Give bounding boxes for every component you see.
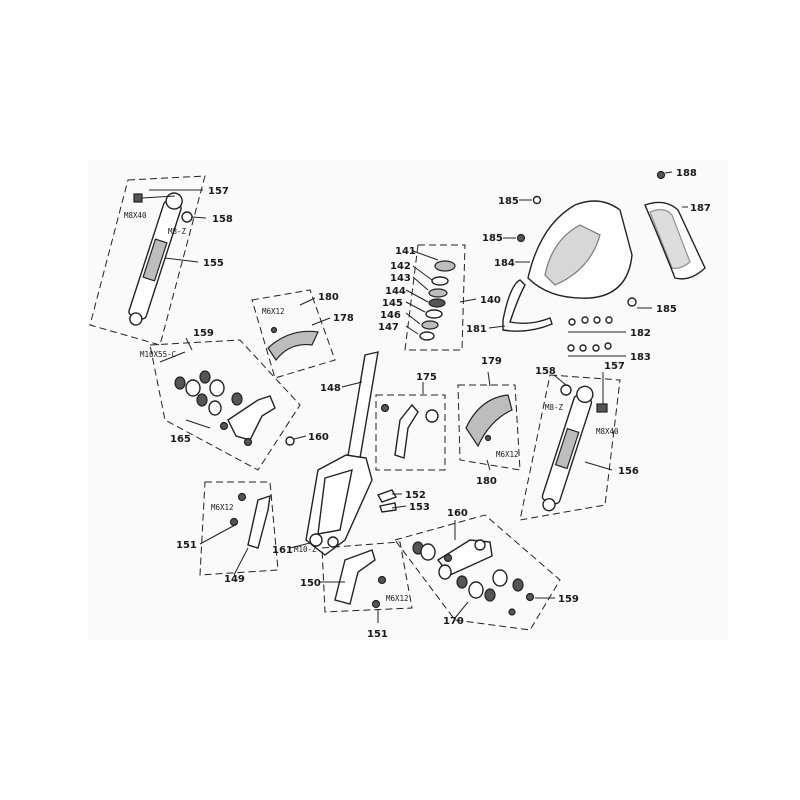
- callout-182: 182: [630, 328, 651, 339]
- link-assembly-170-group: [394, 514, 561, 631]
- screws-182: [568, 316, 613, 326]
- callout-151-bottom: 151: [367, 629, 388, 640]
- callout-188: 188: [676, 168, 697, 179]
- spec-m8x40-right: M8X40: [596, 427, 619, 436]
- callout-187: 187: [690, 203, 711, 214]
- callout-158-right: 158: [535, 366, 556, 377]
- shock-absorber-right: [541, 385, 594, 512]
- spec-m8x40: M8X40: [124, 211, 147, 220]
- bracket-178: [267, 330, 319, 362]
- callout-159: 159: [193, 328, 214, 339]
- bracket-150: [334, 549, 376, 605]
- callout-185-mid: 185: [482, 233, 503, 244]
- callout-144: 144: [385, 286, 406, 297]
- callout-165: 165: [170, 434, 191, 445]
- callout-160: 160: [308, 432, 329, 443]
- callout-152: 152: [405, 490, 426, 501]
- rear-shock-left-group: [89, 175, 207, 346]
- callout-151: 151: [176, 540, 197, 551]
- link-hardware-170: [412, 539, 535, 616]
- callout-155: 155: [203, 258, 224, 269]
- callout-185-top: 185: [498, 196, 519, 207]
- callout-142: 142: [390, 261, 411, 272]
- stay-181: [502, 279, 553, 332]
- callout-179: 179: [481, 356, 502, 367]
- callout-148: 148: [320, 383, 341, 394]
- link-175: [394, 403, 419, 459]
- link-hardware-165: [174, 370, 276, 447]
- callout-160-bottom: 160: [447, 508, 468, 519]
- link-assembly-165-group: [149, 337, 307, 471]
- callout-158: 158: [212, 214, 233, 225]
- bracket-179: [465, 394, 513, 448]
- bolt-157-right: [596, 372, 608, 413]
- callout-146: 146: [380, 310, 401, 321]
- callout-181: 181: [466, 324, 487, 335]
- spec-m10x55-c: M10X55-C: [140, 350, 176, 359]
- callout-157-right: 157: [604, 361, 625, 372]
- headset-bearing-stack-140: [404, 244, 477, 351]
- callout-147: 147: [378, 322, 399, 333]
- callout-178: 178: [333, 313, 354, 324]
- callout-180: 180: [318, 292, 339, 303]
- callout-150: 150: [300, 578, 321, 589]
- callout-180-right: 180: [476, 476, 497, 487]
- spec-m6x12-179: M6X12: [496, 450, 519, 459]
- nut-158-left: [181, 211, 193, 223]
- callout-140: 140: [480, 295, 501, 306]
- bracket-150-group: [289, 541, 413, 623]
- spec-m10-z: M10-Z: [294, 545, 317, 554]
- spec-m6x12-150: M6X12: [386, 594, 409, 603]
- bolt-157-left: [133, 193, 176, 203]
- bracket-149-group: [199, 481, 279, 576]
- callout-145: 145: [382, 298, 403, 309]
- callout-185-right: 185: [656, 304, 677, 315]
- spec-m8-z: M8-Z: [168, 227, 187, 236]
- mudguard-bracket-178-group: [251, 289, 336, 379]
- callout-143: 143: [390, 273, 411, 284]
- spec-m6x12: M6X12: [262, 307, 285, 316]
- small-parts-152-153: [376, 489, 407, 513]
- callout-170: 170: [443, 616, 464, 627]
- callout-149: 149: [224, 574, 245, 585]
- callout-161: 161: [272, 545, 293, 556]
- callout-175: 175: [416, 372, 437, 383]
- shock-absorber-left: [128, 192, 183, 326]
- callout-157: 157: [208, 186, 229, 197]
- spec-m6x12-149: M6X12: [211, 503, 234, 512]
- nut-158-right: [560, 384, 572, 396]
- front-fork-148: [305, 351, 379, 556]
- callout-156: 156: [618, 466, 639, 477]
- callout-159-bottom: 159: [558, 594, 579, 605]
- callout-141: 141: [395, 246, 416, 257]
- callout-183: 183: [630, 352, 651, 363]
- clips-183: [567, 342, 612, 352]
- mudguard-bracket-179-group: [457, 371, 521, 471]
- shock-link-175-group: [375, 382, 446, 471]
- callout-153: 153: [409, 502, 430, 513]
- callout-184: 184: [494, 258, 515, 269]
- bracket-149: [247, 494, 271, 549]
- front-fender-184-group: [488, 170, 706, 357]
- spec-m8-z-right: M8-Z: [545, 403, 564, 412]
- rear-shock-right-group: [519, 372, 621, 521]
